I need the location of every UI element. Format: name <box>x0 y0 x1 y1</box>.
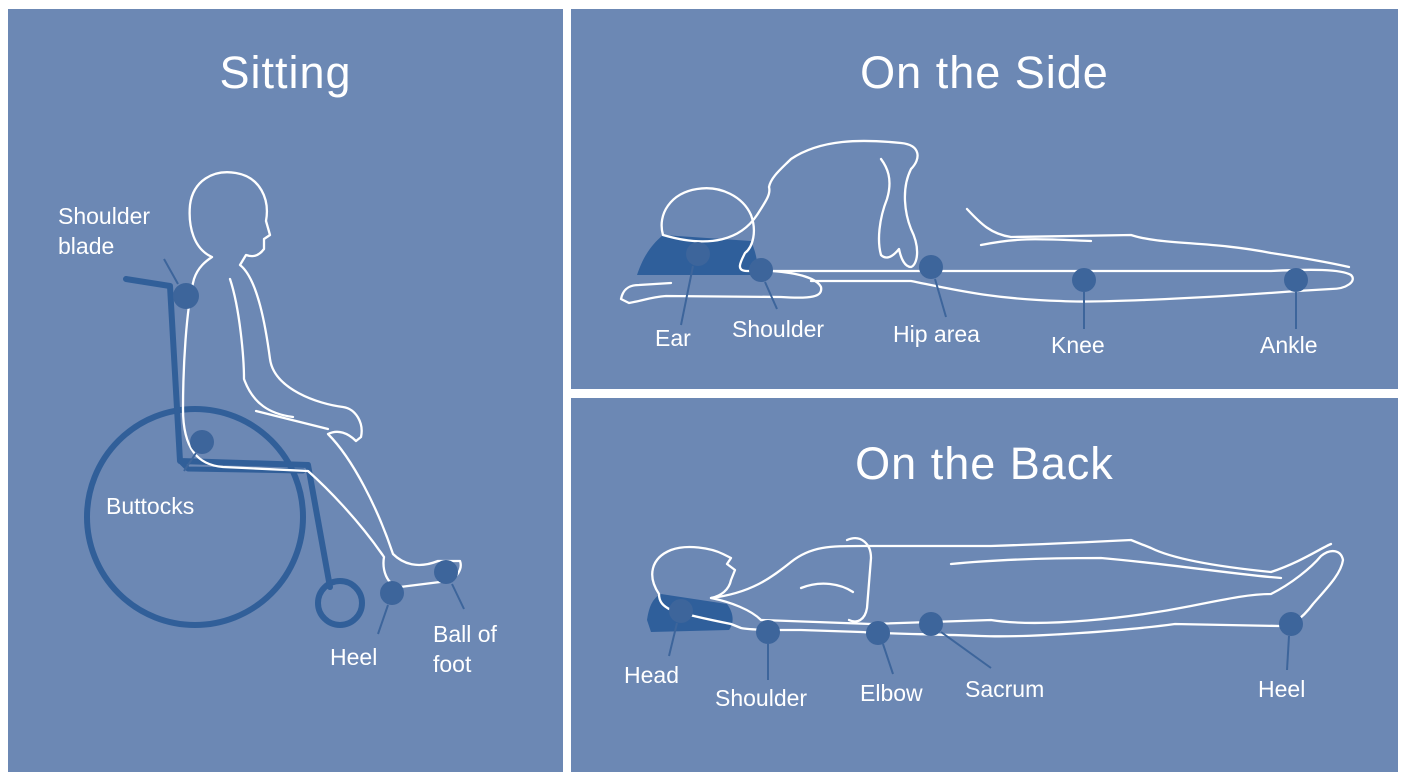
side-shoulder-dot <box>749 258 773 282</box>
side-panel: On the Side Ear Shoulder Hip area Knee A… <box>571 9 1398 389</box>
ball-of-foot-dot <box>434 560 458 584</box>
shoulder-blade-label: Shoulder blade <box>58 201 150 261</box>
back-heel-label: Heel <box>1258 674 1305 704</box>
ankle-label: Ankle <box>1260 330 1318 360</box>
back-illustration <box>571 398 1398 772</box>
sacrum-label: Sacrum <box>965 674 1044 704</box>
back-shoulder-label: Shoulder <box>715 683 807 713</box>
ear-label: Ear <box>655 323 691 353</box>
back-panel: On the Back Head Shoulder Elbow Sacrum H… <box>571 398 1398 772</box>
sacrum-dot <box>919 612 943 636</box>
head-dot <box>669 599 693 623</box>
hip-area-dot <box>919 255 943 279</box>
buttocks-label: Buttocks <box>106 491 194 521</box>
shoulder-blade-dot <box>173 283 199 309</box>
back-heel-dot <box>1279 612 1303 636</box>
back-shoulder-dot <box>756 620 780 644</box>
ankle-dot <box>1284 268 1308 292</box>
side-person-outline <box>621 141 1353 303</box>
sitting-pressure-points <box>164 259 464 634</box>
head-label: Head <box>624 660 679 690</box>
knee-label: Knee <box>1051 330 1105 360</box>
ear-dot <box>686 242 710 266</box>
elbow-label: Elbow <box>860 678 923 708</box>
side-shoulder-label: Shoulder <box>732 314 824 344</box>
heel-dot <box>380 581 404 605</box>
heel-label: Heel <box>330 642 377 672</box>
wheelchair <box>87 279 362 625</box>
ball-of-foot-label: Ball of foot <box>433 619 497 679</box>
back-pressure-points <box>669 599 1303 680</box>
buttocks-dot <box>190 430 214 454</box>
knee-dot <box>1072 268 1096 292</box>
seated-person-outline <box>183 172 461 587</box>
hip-area-label: Hip area <box>893 319 980 349</box>
sitting-panel: Sitting Shoulder blade Buttocks Heel Bal… <box>8 9 563 772</box>
elbow-dot <box>866 621 890 645</box>
